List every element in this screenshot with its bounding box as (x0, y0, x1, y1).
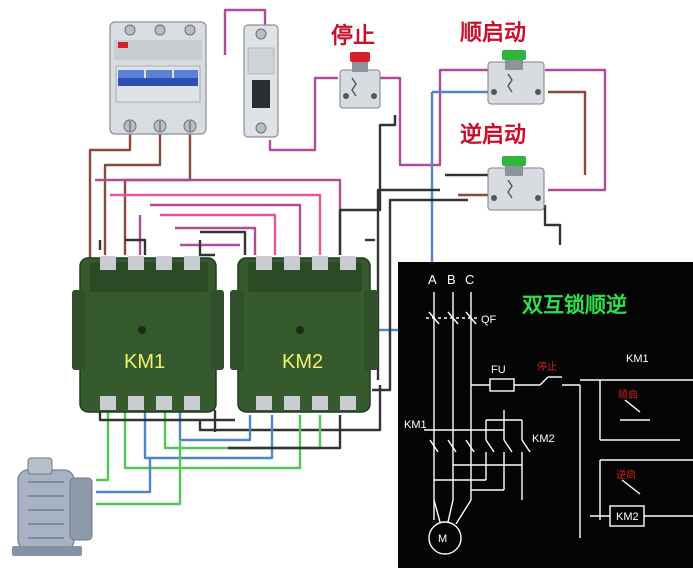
km1-label: KM1 (124, 351, 165, 373)
forward-start-button (487, 50, 545, 105)
forward-start-label: 顺启动 (460, 20, 526, 46)
schematic-inset: A B C QF FU M KM1 KM2 KM1 KM2 停止 顺启 逆启 双… (398, 262, 693, 568)
phase-c-label: C (465, 272, 474, 287)
phase-b-label: B (447, 272, 456, 287)
stop-label: 停止 (331, 23, 375, 49)
rev-small-label: 逆启 (616, 468, 636, 481)
km2-main-label: KM2 (532, 433, 555, 445)
schematic-title: 双互锁顺逆 (522, 293, 627, 317)
phase-a-label: A (428, 272, 437, 287)
km2-label: KM2 (282, 351, 323, 373)
stop-small-label: 停止 (537, 360, 557, 373)
three-pole-breaker (109, 21, 207, 135)
qf-label: QF (481, 314, 497, 326)
reverse-start-button (487, 156, 545, 211)
motor-symbol-label: M (438, 533, 447, 545)
km1-main-label: KM1 (404, 419, 427, 431)
contactor-km1 (72, 256, 224, 413)
single-pole-breaker (243, 24, 279, 138)
motor (12, 457, 93, 556)
fu-label: FU (491, 364, 506, 376)
stop-button (339, 52, 381, 109)
contactor-km2 (230, 256, 378, 413)
reverse-start-label: 逆启动 (460, 122, 526, 148)
fwd-small-label: 顺启 (618, 388, 638, 401)
km2-ctrl-label: KM2 (616, 511, 639, 523)
km1-ctrl-label: KM1 (626, 353, 649, 365)
wire-bundle (88, 8, 607, 506)
